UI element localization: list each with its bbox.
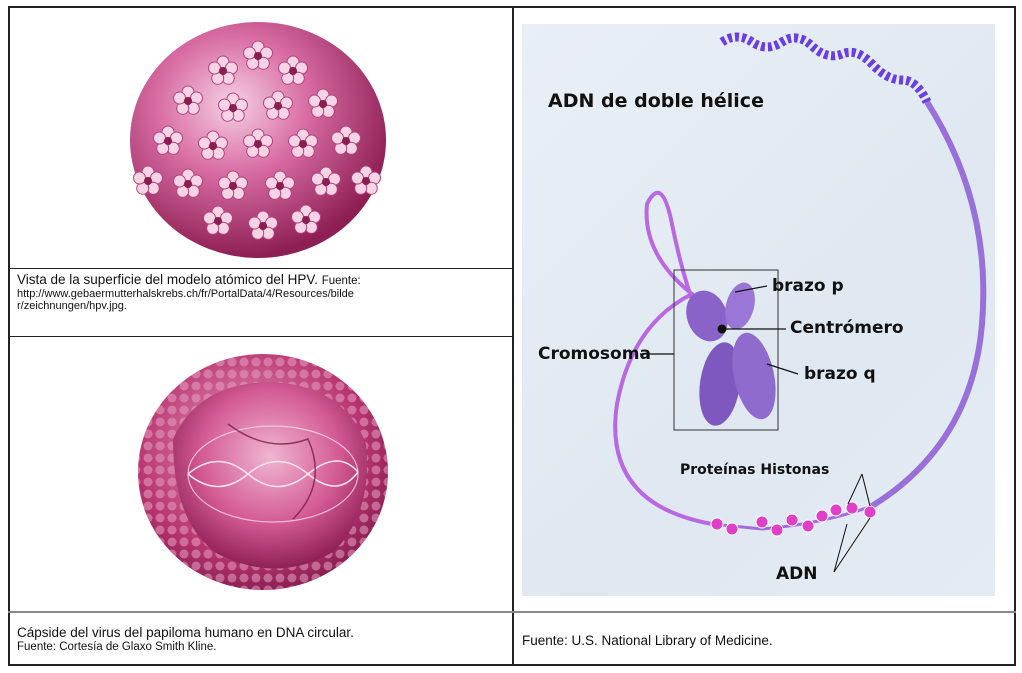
hpv-capsid-image bbox=[118, 344, 408, 606]
table-divider-left-1 bbox=[8, 268, 512, 269]
caption-hpv-surface-url-2: r/zeichnungen/hpv.jpg. bbox=[17, 300, 507, 312]
label-brazo-p: brazo p bbox=[772, 276, 844, 296]
caption-hpv-capsid-text: Cápside del virus del papiloma humano en… bbox=[17, 626, 507, 640]
caption-hpv-surface-source-label: Fuente: bbox=[322, 275, 361, 287]
label-centromero: Centrómero bbox=[790, 318, 904, 338]
caption-chromosome-source: Fuente: U.S. National Library of Medicin… bbox=[522, 634, 1002, 656]
label-adn: ADN bbox=[776, 564, 818, 584]
table-divider-bottom-row bbox=[8, 611, 1016, 613]
caption-hpv-capsid: Cápside del virus del papiloma humano en… bbox=[17, 626, 507, 662]
hpv-surface-image bbox=[108, 16, 408, 264]
caption-hpv-capsid-source: Fuente: Cortesía de Glaxo Smith Kline. bbox=[17, 640, 507, 654]
chromosome-diagram: ADN de doble hélice brazo p Centrómero b… bbox=[522, 24, 995, 596]
table-divider-left-2 bbox=[8, 336, 512, 337]
label-proteinas-histonas: Proteínas Histonas bbox=[680, 462, 829, 478]
label-cromosoma: Cromosoma bbox=[538, 344, 651, 364]
diagram-title: ADN de doble hélice bbox=[548, 90, 764, 112]
caption-hpv-surface-text: Vista de la superficie del modelo atómic… bbox=[17, 273, 318, 287]
table-border-right bbox=[1014, 6, 1016, 666]
caption-hpv-surface-url-1: http://www.gebaermutterhalskrebs.ch/fr/P… bbox=[17, 288, 507, 300]
label-brazo-q: brazo q bbox=[804, 364, 876, 384]
table-divider-vertical bbox=[512, 6, 514, 666]
caption-chromosome-source-text: Fuente: U.S. National Library of Medicin… bbox=[522, 634, 1002, 648]
caption-hpv-surface: Vista de la superficie del modelo atómic… bbox=[17, 273, 507, 333]
